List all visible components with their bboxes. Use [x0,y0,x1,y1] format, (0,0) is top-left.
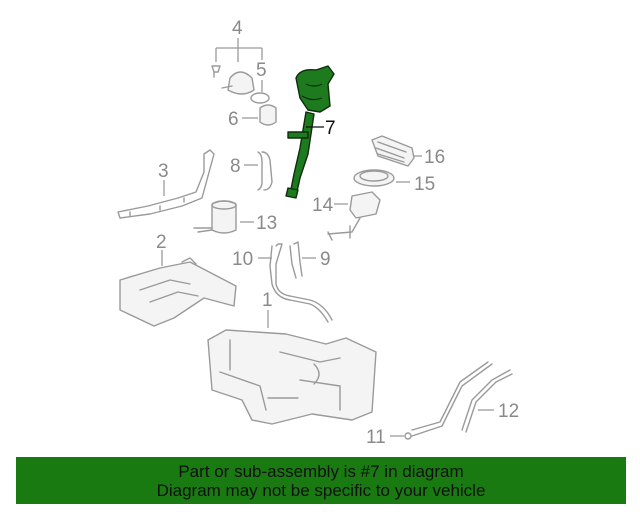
part-14-sender [327,191,381,241]
callout-10: 10 [232,249,253,270]
callout-2: 2 [156,232,167,253]
callout-15: 15 [414,174,435,195]
callout-13: 13 [256,213,277,234]
part-3-bracket [117,149,215,219]
part-info-banner: Part or sub-assembly is #7 in diagram Di… [16,457,626,504]
part-8-hose [244,151,273,191]
callout-9: 9 [320,249,331,270]
callout-5: 5 [256,60,267,81]
part-13-pump [193,200,254,234]
callout-6: 6 [228,109,239,130]
parts-diagram: 4 5 6 8 7 3 13 [117,18,519,448]
callout-1: 1 [262,290,273,311]
callout-3: 3 [158,161,169,182]
part-5-seal [250,80,270,104]
part-4-assembly [211,38,263,95]
callout-8: 8 [230,156,241,177]
part-6-grommet [242,104,277,126]
banner-line-2: Diagram may not be specific to your vehi… [156,480,486,500]
callout-4: 4 [232,18,243,39]
part-7-filler-pipe [285,65,335,199]
callout-12: 12 [498,401,519,422]
part-2-heat-shield [119,250,237,327]
part-11-fuel-line [390,361,493,440]
part-15-seal-ring [353,169,410,187]
callout-16: 16 [424,147,445,168]
banner-line-1: Part or sub-assembly is #7 in diagram [178,461,464,481]
callout-11: 11 [366,427,386,448]
part-16-lock-ring [371,135,422,167]
callout-14: 14 [312,195,334,216]
part-10-vent-line [258,243,333,323]
callout-7: 7 [325,118,336,139]
part-1-fuel-tank [207,310,377,425]
part-12-fuel-line [461,369,513,433]
part-9-hose [289,241,316,279]
